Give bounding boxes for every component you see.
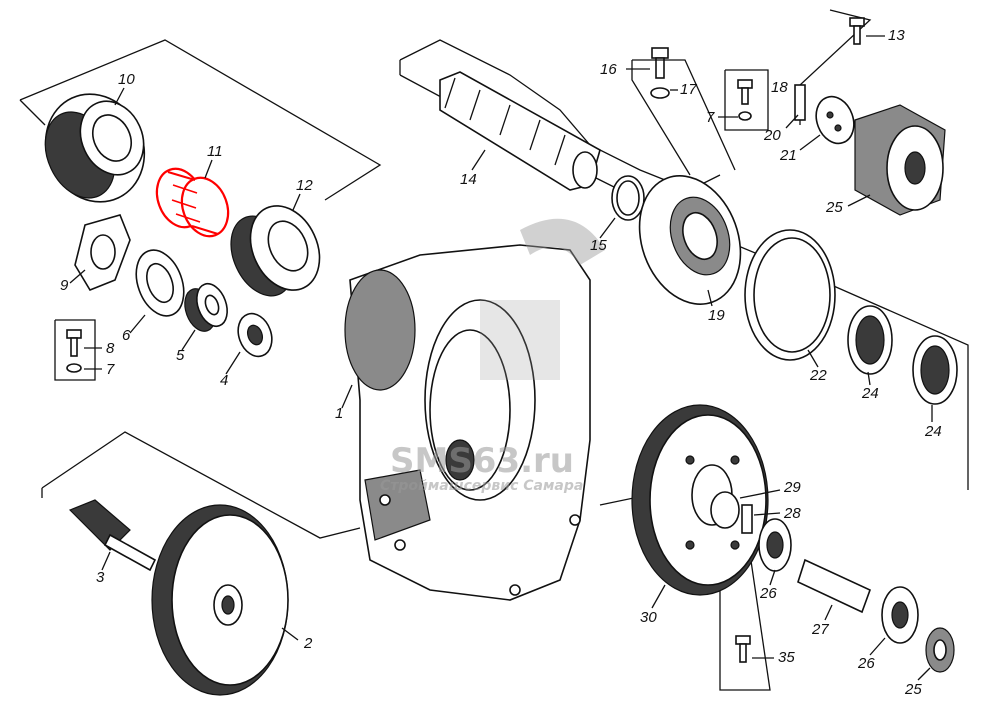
part-19-flange-cover	[638, 175, 742, 305]
label-11: 11	[207, 143, 223, 160]
watermark: SMS63.ru Строймашсервис Самара	[380, 218, 605, 494]
part-4-seal	[237, 312, 273, 358]
part-27-shaft	[797, 558, 872, 614]
part-29-pin	[710, 491, 740, 529]
label-8: 8	[106, 340, 115, 357]
label-24-a: 24	[861, 385, 879, 402]
part-14-splined-shaft	[439, 71, 601, 191]
label-9: 9	[60, 277, 69, 294]
label-21: 21	[779, 147, 797, 164]
part-10-bearing	[44, 93, 146, 203]
label-17: 17	[680, 81, 697, 98]
part-3-pinion-shaft	[68, 499, 157, 572]
label-29: 29	[783, 479, 801, 496]
part-6-ring	[135, 249, 185, 317]
part-2-large-gear	[151, 504, 289, 696]
label-10: 10	[118, 71, 135, 88]
upper-left-group-frame	[19, 39, 382, 201]
part-16-bolt	[631, 47, 736, 176]
label-14: 14	[460, 171, 477, 188]
part-18-bolt	[724, 69, 769, 131]
label-27: 27	[811, 621, 829, 638]
part-5-bearing	[184, 282, 228, 332]
label-12: 12	[296, 177, 313, 194]
label-35: 35	[778, 649, 795, 666]
part-25-gear-lower	[925, 627, 955, 673]
part-26-bearing-b	[881, 586, 919, 644]
lower-left-group-frame	[41, 431, 361, 539]
label-25-lower: 25	[904, 681, 922, 698]
label-30: 30	[640, 609, 657, 626]
part-24-seal-ring-b	[912, 335, 958, 405]
label-1: 1	[335, 405, 343, 422]
part-30-large-gear	[631, 404, 769, 596]
label-18: 18	[771, 79, 788, 96]
label-19: 19	[708, 307, 725, 324]
label-5: 5	[176, 347, 185, 364]
part-24-seal-ring-a	[847, 305, 893, 375]
label-16: 16	[600, 61, 617, 78]
label-7-left: 7	[106, 361, 115, 378]
part-21-disc	[815, 95, 855, 145]
label-25-upper: 25	[825, 199, 843, 216]
part-35-bolt	[735, 635, 751, 663]
label-20: 20	[763, 127, 781, 144]
part-26-bearing-a	[758, 518, 792, 572]
label-22: 22	[809, 367, 827, 384]
part-8-bolt-left	[54, 319, 96, 381]
part-13-bolt	[849, 17, 865, 45]
label-7-upper: 7	[706, 109, 715, 126]
label-24-b: 24	[924, 423, 942, 440]
label-28: 28	[783, 505, 801, 522]
label-2: 2	[303, 635, 313, 652]
part-15-snap-ring	[611, 175, 645, 221]
part-20-lock-plate	[794, 84, 806, 121]
label-4: 4	[220, 372, 228, 389]
part-28-plate	[741, 504, 753, 534]
label-13: 13	[888, 27, 905, 44]
part-labels: 10 11 12 9 6 5 4 8 7 1 14 15 16 17 18 7 …	[60, 27, 942, 698]
label-26-b: 26	[857, 655, 875, 672]
part-12-bearing	[230, 205, 321, 297]
label-26-a: 26	[759, 585, 777, 602]
part-22-gasket	[744, 229, 836, 361]
label-15: 15	[590, 237, 607, 254]
label-6: 6	[122, 327, 131, 344]
watermark-site: SMS63.ru	[390, 441, 574, 481]
label-3: 3	[96, 569, 105, 586]
part-25-gear-upper	[854, 104, 946, 216]
part-9-gasket	[74, 214, 131, 291]
part-11-roller-cage-highlighted	[155, 167, 230, 238]
part-1-housing	[344, 244, 591, 601]
watermark-company: Строймашсервис Самара	[380, 478, 583, 494]
